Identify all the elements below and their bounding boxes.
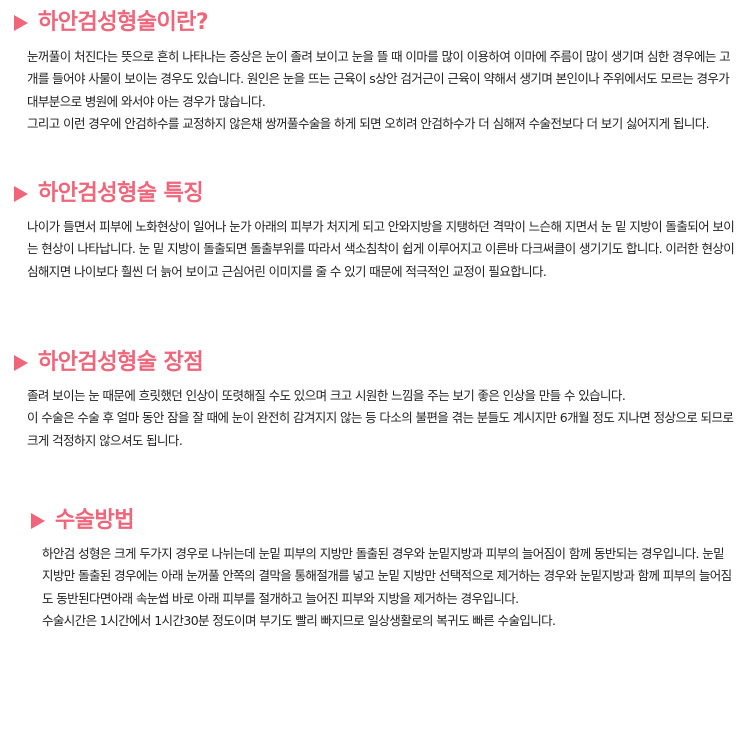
section-heading: 수술방법: [31, 508, 134, 534]
section-title: 하안검성형술이란?: [38, 10, 209, 35]
section-title: 수술방법: [55, 508, 134, 533]
section-title: 하안검성형술 특징: [38, 181, 204, 206]
paragraph: 수술시간은 1시간에서 1시간30분 정도이며 부기도 빨리 빠지므로 일상생활…: [42, 613, 556, 629]
paragraph: 졸려 보이는 눈 때문에 흐릿했던 인상이 또렷해질 수도 있으며 크고 시원한…: [27, 388, 626, 403]
paragraph: 눈꺼풀이 처진다는 뜻으로 흔히 나타나는 증상은 눈이 졸려 보이고 눈을 뜰…: [27, 49, 731, 109]
section-body: 하안검 성형은 크게 두가지 경우로 나뉘는데 눈밑 피부의 지방만 돌출된 경…: [42, 543, 738, 633]
section-body: 눈꺼풀이 처진다는 뜻으로 흔히 나타나는 증상은 눈이 졸려 보이고 눈을 뜰…: [27, 46, 739, 136]
triangle-arrow-icon: [14, 15, 28, 31]
paragraph: 하안검 성형은 크게 두가지 경우로 나뉘는데 눈밑 피부의 지방만 돌출된 경…: [42, 546, 732, 606]
section-title: 하안검성형술 장점: [38, 350, 204, 375]
paragraph: 이 수술은 수술 후 얼마 동안 잠을 잘 때에 눈이 완전히 감겨지지 않는 …: [27, 410, 734, 448]
triangle-arrow-icon: [31, 513, 45, 529]
section-heading: 하안검성형술이란?: [14, 10, 209, 36]
triangle-arrow-icon: [14, 186, 28, 202]
paragraph: 그리고 이런 경우에 안검하수를 교정하지 않은채 쌍꺼풀수술을 하게 되면 오…: [27, 116, 710, 132]
section-body: 졸려 보이는 눈 때문에 흐릿했던 인상이 또렷해질 수도 있으며 크고 시원한…: [27, 385, 739, 452]
triangle-arrow-icon: [14, 355, 28, 371]
section-body: 나이가 들면서 피부에 노화현상이 일어나 눈가 아래의 피부가 처지게 되고 …: [27, 216, 739, 283]
paragraph: 나이가 들면서 피부에 노화현상이 일어나 눈가 아래의 피부가 처지게 되고 …: [27, 219, 735, 279]
section-heading: 하안검성형술 특징: [14, 181, 204, 207]
section-heading: 하안검성형술 장점: [14, 350, 204, 376]
